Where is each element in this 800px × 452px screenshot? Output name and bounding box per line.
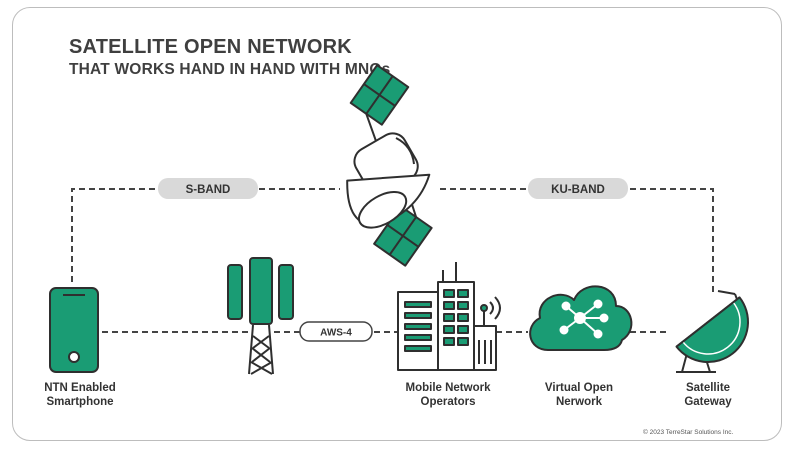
ku-band-link xyxy=(440,188,714,293)
cloud-network-icon xyxy=(529,285,633,351)
title-line-2: THAT WORKS HAND IN HAND WITH MNOs xyxy=(69,61,391,78)
cell-tower-icon xyxy=(227,257,294,375)
caption-smartphone-line2: Smartphone xyxy=(46,396,114,408)
satellite-dish-icon xyxy=(675,290,749,373)
caption-smartphone-line1: NTN Enabled xyxy=(44,382,116,394)
s-band-label: S-BAND xyxy=(186,184,231,196)
caption-smartphone: NTN Enabled Smartphone xyxy=(20,381,140,409)
aws4-badge: AWS-4 xyxy=(299,321,373,342)
caption-gateway-line1: Satellite xyxy=(685,382,731,394)
ku-band-badge: KU-BAND xyxy=(528,178,628,199)
caption-von-line1: Virtual Open xyxy=(544,382,614,394)
caption-gateway-line2: Gateway xyxy=(684,396,732,408)
smartphone-icon xyxy=(49,287,99,373)
caption-von-line2: Nerwork xyxy=(555,396,603,408)
caption-von: Virtual Open Nerwork xyxy=(519,381,639,409)
aws4-label: AWS-4 xyxy=(320,328,352,339)
caption-mno-line2: Operators xyxy=(420,396,476,408)
copyright-notice: © 2023 TerreStar Solutions Inc. xyxy=(643,429,734,436)
s-band-badge: S-BAND xyxy=(158,178,258,199)
title-line-1: SATELLITE OPEN NETWORK xyxy=(69,36,352,58)
caption-mno-line1: Mobile Network xyxy=(405,382,491,394)
mno-building-icon xyxy=(397,262,501,371)
satellite-icon xyxy=(346,64,433,267)
ku-band-label: KU-BAND xyxy=(551,184,605,196)
caption-mno: Mobile Network Operators xyxy=(388,381,508,409)
caption-gateway: Satellite Gateway xyxy=(648,381,768,409)
s-band-link xyxy=(71,188,340,282)
